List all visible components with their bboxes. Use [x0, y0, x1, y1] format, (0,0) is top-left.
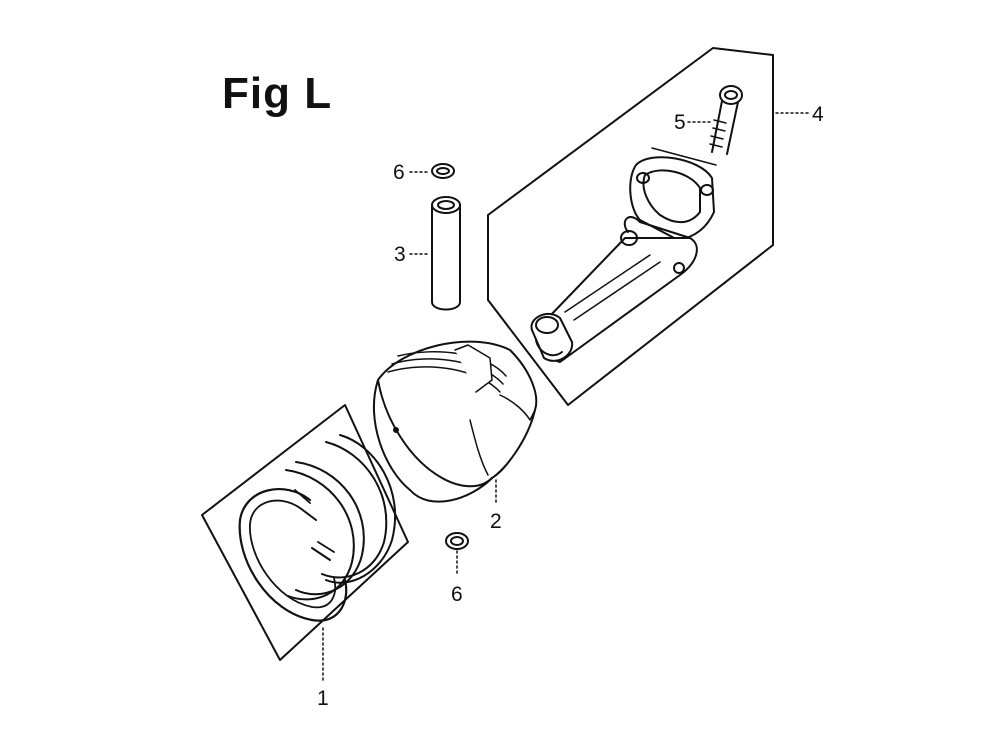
- clip-lower: [445, 532, 469, 576]
- figure-title: Fig L: [222, 69, 333, 118]
- callout-connecting-rod-assembly: 4: [812, 103, 824, 126]
- callout-piston: 2: [490, 510, 502, 533]
- piston-rings: [238, 434, 397, 681]
- callout-piston-rings: 1: [317, 687, 329, 710]
- piston-pin: [409, 196, 461, 311]
- rod-bolt: [687, 85, 743, 155]
- connecting-rod-group-outline: [487, 47, 774, 406]
- callout-clip-upper: 6: [393, 161, 405, 184]
- connecting-rod: [530, 147, 717, 363]
- callout-rod-bolt: 5: [674, 111, 686, 134]
- piston: [373, 340, 538, 506]
- callout-piston-pin: 3: [394, 243, 406, 266]
- callout-clip-lower: 6: [451, 583, 463, 606]
- clip-upper: [409, 163, 455, 179]
- piston-rings-group-outline: [201, 404, 409, 661]
